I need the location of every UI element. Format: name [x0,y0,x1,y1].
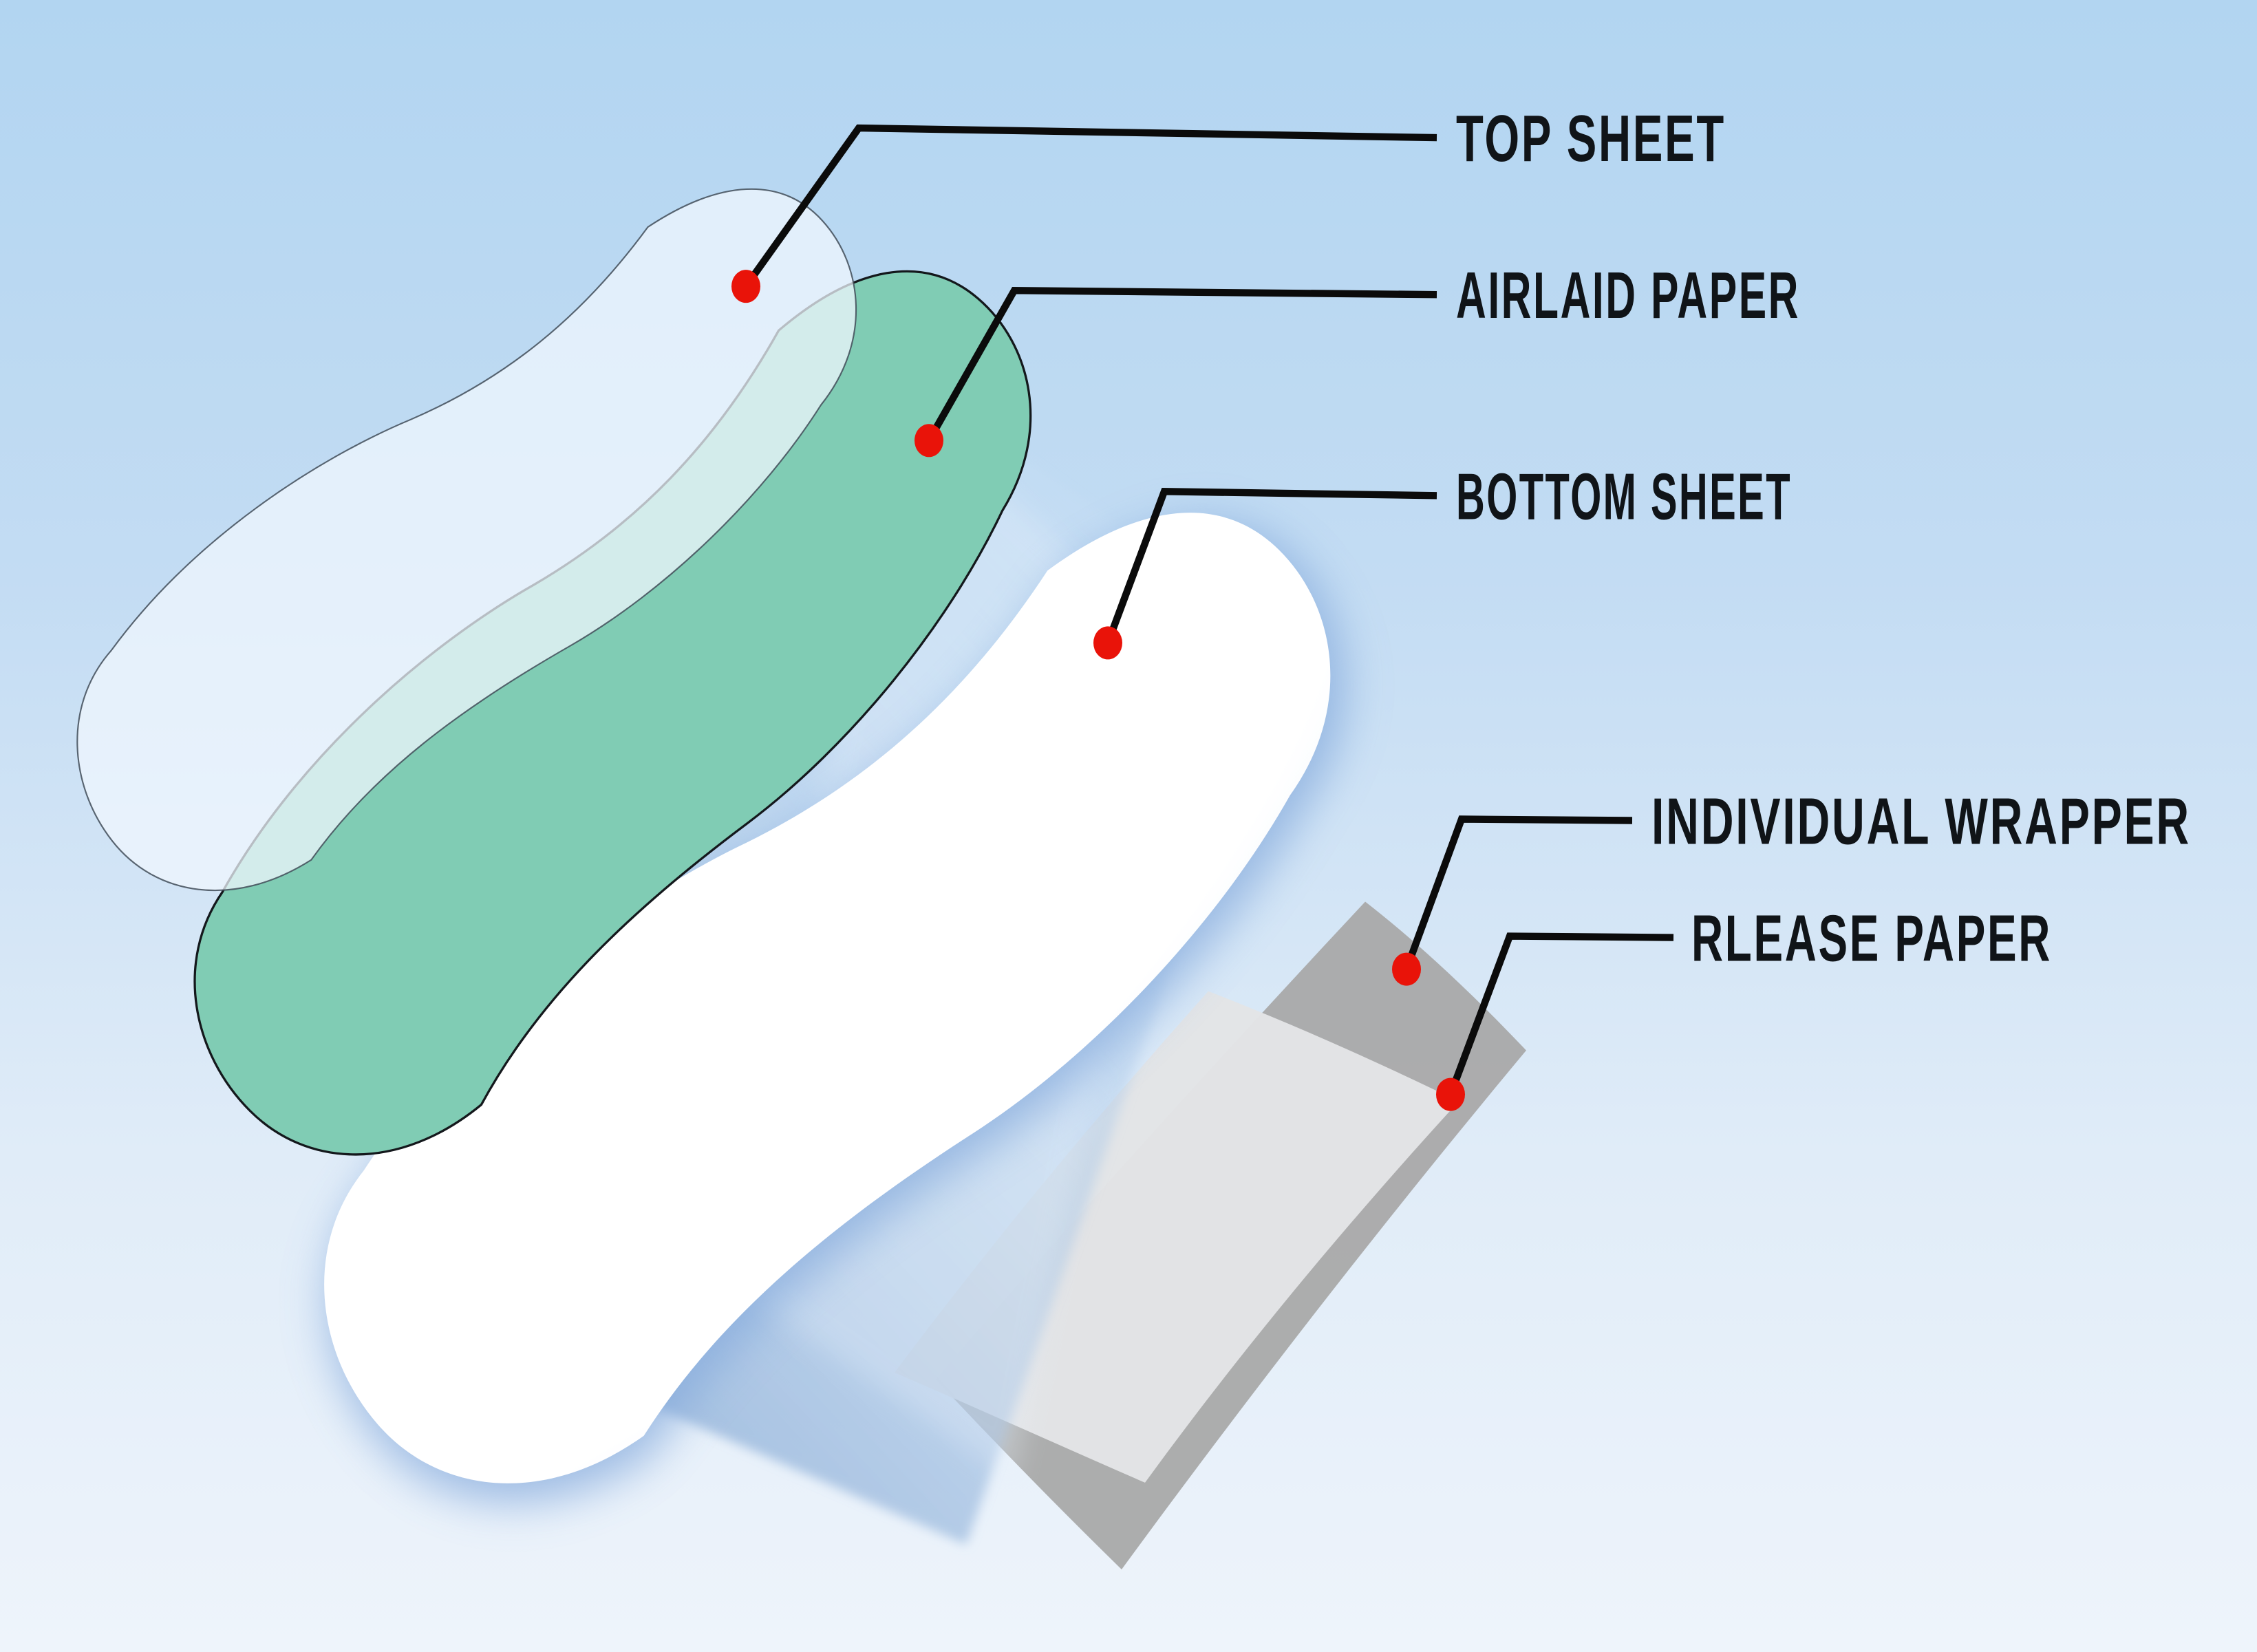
leader-top-sheet [742,124,1437,289]
label-bottom-sheet: BOTTOM SHEET [1456,460,1792,533]
leader-rlease-paper [1447,932,1674,1096]
callout-dots [731,270,1465,1111]
leader-lines [742,124,1674,1096]
label-rlease-paper: RLEASE PAPER [1691,902,2052,976]
callout-dot-bottom-sheet [1093,626,1122,660]
leader-individual-wrapper [1403,815,1633,971]
label-airlaid-paper: AIRLAID PAPER [1456,259,1800,332]
callout-dot-airlaid-paper [914,424,943,458]
callout-dot-rlease-paper [1436,1077,1465,1111]
label-individual-wrapper: INDIVIDUAL WRAPPER [1651,784,2191,858]
callout-dot-top-sheet [731,270,760,303]
callout-dot-individual-wrapper [1392,952,1421,986]
leader-airlaid-paper [926,286,1437,442]
label-top-sheet: TOP SHEET [1456,102,1726,175]
callout-labels: TOP SHEET AIRLAID PAPER BOTTOM SHEET IND… [1456,102,2191,976]
leader-bottom-sheet [1104,488,1437,645]
